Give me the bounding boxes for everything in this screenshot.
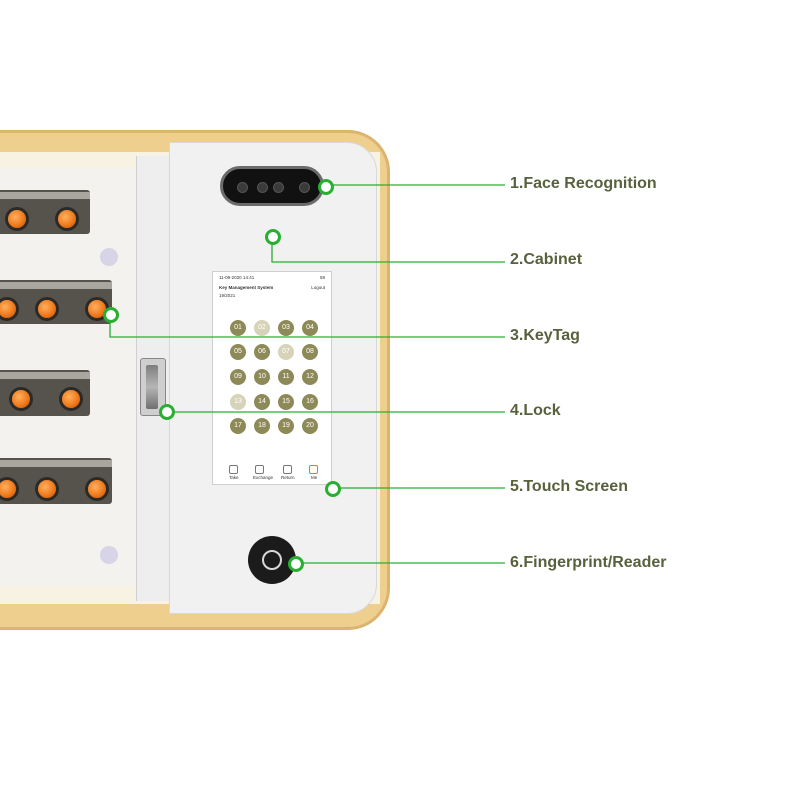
nav-take[interactable]: Take: [229, 475, 239, 480]
screen-datetime: 11-09-2020 14:41: [219, 275, 255, 280]
callout-marker: [288, 556, 304, 572]
exchange-icon[interactable]: [255, 465, 264, 474]
callout-cabinet: 2.Cabinet: [510, 251, 583, 268]
key-tag: [88, 300, 106, 318]
cabinet-interior: [0, 168, 140, 586]
key-button[interactable]: 07: [278, 344, 294, 360]
logout-button[interactable]: Logout: [311, 285, 325, 290]
key-button[interactable]: 02: [254, 320, 270, 336]
camera-icon: [220, 166, 324, 206]
key-button[interactable]: 13: [230, 394, 246, 410]
key-button[interactable]: 14: [254, 394, 270, 410]
key-tag: [58, 210, 76, 228]
key-button[interactable]: 10: [254, 369, 270, 385]
leader-line-cabinet: [271, 242, 505, 263]
callout-touch-screen: 5.Touch Screen: [510, 478, 628, 495]
callout-keytag: 3.KeyTag: [510, 327, 580, 344]
screen-title: Key Management System: [219, 285, 274, 290]
key-tag: [38, 480, 56, 498]
key-button[interactable]: 08: [302, 344, 318, 360]
key-button[interactable]: 17: [230, 418, 246, 434]
key-button[interactable]: 09: [230, 369, 246, 385]
key-button[interactable]: 15: [278, 394, 294, 410]
callout-fingerprint-reader: 6.Fingerprint/Reader: [510, 554, 667, 571]
key-tag: [88, 480, 106, 498]
indicator-dot: [100, 546, 118, 564]
nav-return[interactable]: Return: [281, 475, 295, 480]
key-button[interactable]: 19: [278, 418, 294, 434]
key-button[interactable]: 03: [278, 320, 294, 336]
nav-me[interactable]: Me: [311, 475, 318, 480]
key-button[interactable]: 01: [230, 320, 246, 336]
me-icon[interactable]: [309, 465, 318, 474]
screen-subtitle: 19/2021: [219, 293, 236, 298]
key-tag: [0, 300, 16, 318]
key-tag: [0, 480, 16, 498]
key-button[interactable]: 16: [302, 394, 318, 410]
key-button[interactable]: 05: [230, 344, 246, 360]
key-button[interactable]: 20: [302, 418, 318, 434]
callout-marker: [325, 481, 341, 497]
key-slot-row: [0, 280, 112, 324]
key-tag: [12, 390, 30, 408]
indicator-dot: [100, 248, 118, 266]
screen-status: 58: [319, 275, 325, 280]
key-button[interactable]: 18: [254, 418, 270, 434]
callout-marker: [318, 179, 334, 195]
leader-line-keytag: [109, 316, 505, 338]
key-button[interactable]: 06: [254, 344, 270, 360]
key-tag: [38, 300, 56, 318]
key-tag: [8, 210, 26, 228]
nav-exchange[interactable]: Exchange: [253, 475, 274, 480]
key-button[interactable]: 04: [302, 320, 318, 336]
key-slot-row: [0, 370, 90, 416]
key-slot-row: [0, 190, 90, 234]
key-slot-row: [0, 458, 112, 504]
key-tag: [62, 390, 80, 408]
callout-marker: [265, 229, 281, 245]
callout-marker: [103, 307, 119, 323]
callout-face-recognition: 1.Face Recognition: [510, 175, 657, 192]
key-button[interactable]: 12: [302, 369, 318, 385]
return-icon[interactable]: [283, 465, 292, 474]
key-button[interactable]: 11: [278, 369, 294, 385]
callout-lock: 4.Lock: [510, 402, 561, 419]
touch-screen[interactable]: 11-09-2020 14:41 58 Key Management Syste…: [212, 271, 332, 485]
callout-marker: [159, 404, 175, 420]
take-icon[interactable]: [229, 465, 238, 474]
